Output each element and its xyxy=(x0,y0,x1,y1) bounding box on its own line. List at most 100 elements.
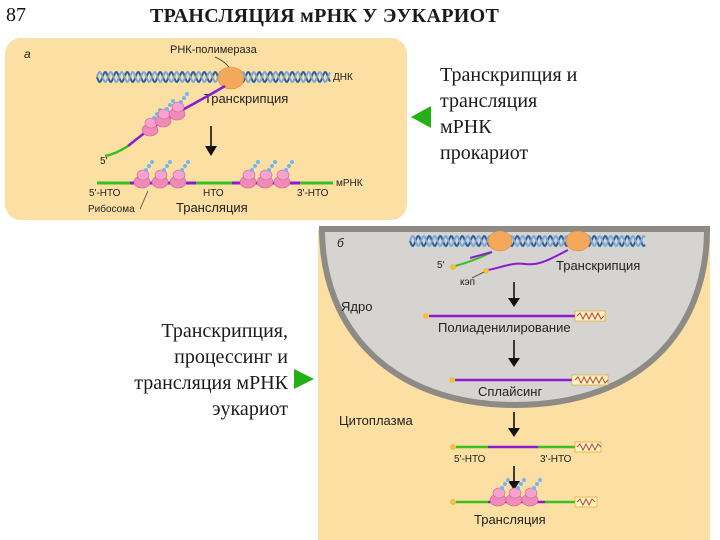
prokaryote-caption-line: мРНК xyxy=(440,116,492,138)
nucleus-label: Ядро xyxy=(341,299,372,314)
peptide-bead xyxy=(186,160,190,164)
ribosome-small-subunit xyxy=(172,169,186,181)
ribosome-small-subunit xyxy=(242,169,256,181)
five-prime-label-a: 5' xyxy=(100,156,108,167)
dna-helix-b xyxy=(409,234,646,248)
eukaryote-caption-line: эукариот xyxy=(211,398,288,420)
three-utr-label-b: 3'-НТО xyxy=(540,454,572,465)
peptide-bead xyxy=(519,482,523,486)
polya-zigzag xyxy=(574,375,609,385)
eukaryote-caption: Транскрипция, процессинг и трансляция мР… xyxy=(80,318,288,422)
rna-polymerase xyxy=(217,66,245,90)
ribosome-small-subunit xyxy=(259,169,273,181)
mrna-label: мРНК xyxy=(336,178,363,189)
peptide-bead xyxy=(522,478,526,482)
five-prime-label-b: 5' xyxy=(437,260,445,271)
splicing-label: Сплайсинг xyxy=(478,384,542,399)
nascent-transcript xyxy=(469,251,493,259)
nascent-transcript xyxy=(487,249,569,271)
ribosome-row xyxy=(489,478,542,507)
eukaryote-caption-line: процессинг и xyxy=(174,346,288,368)
ribosome-small-subunit xyxy=(136,169,150,181)
peptide-bead xyxy=(144,168,148,172)
ribosome-small-subunit xyxy=(524,487,538,499)
cap xyxy=(450,499,456,505)
polyadenylation-label: Полиаденилирование xyxy=(438,320,571,335)
prokaryote-caption-line: трансляция xyxy=(440,90,538,112)
ribosome-row xyxy=(133,160,294,189)
polya-zigzag xyxy=(576,442,602,452)
peptide-bead xyxy=(179,100,183,104)
slide-number: 87 xyxy=(6,4,26,26)
rna-polymerase xyxy=(487,230,513,252)
peptide-bead xyxy=(150,160,154,164)
peptide-bead xyxy=(270,164,274,168)
translation-label-a: Трансляция xyxy=(176,200,248,215)
step-arrow-icon xyxy=(508,466,520,490)
ribosome-small-subunit xyxy=(154,169,168,181)
prokaryote-caption-line: Транскрипция и xyxy=(440,64,578,86)
polya-tail xyxy=(574,496,598,508)
dna-strand xyxy=(409,234,646,248)
peptide-bead xyxy=(182,96,186,100)
prokaryote-caption: Транскрипция и трансляция мРНК прокариот xyxy=(440,62,577,166)
peptide-bead xyxy=(535,482,539,486)
cap xyxy=(450,444,456,450)
peptide-bead xyxy=(250,168,254,172)
peptide-bead xyxy=(171,99,175,103)
five-utr-label-a: 5'-НТО xyxy=(89,188,121,199)
peptide-bead xyxy=(168,103,172,107)
peptide-bead xyxy=(183,164,187,168)
peptide-bead xyxy=(162,168,166,172)
panel-a-letter: а xyxy=(24,47,31,61)
cap xyxy=(423,313,429,319)
ribosome-leader xyxy=(139,190,149,210)
peptide-bead xyxy=(287,164,291,168)
peptide-bead xyxy=(253,164,257,168)
panel-a-background xyxy=(5,38,407,220)
peptide-bead xyxy=(290,160,294,164)
transcription-label-a: Транскрипция xyxy=(204,91,288,106)
transcription-label-b: Транскрипция xyxy=(556,258,640,273)
cap xyxy=(449,377,455,383)
ribosome-small-subunit xyxy=(492,487,506,499)
peptide-bead xyxy=(503,482,507,486)
peptide-bead xyxy=(180,168,184,172)
dna-label: ДНК xyxy=(333,72,353,83)
eukaryote-caption-line: трансляция мРНК xyxy=(134,372,288,394)
peptide-bead xyxy=(267,168,271,172)
peptide-bead xyxy=(538,478,542,482)
cap-leader xyxy=(471,271,485,279)
peptide-bead xyxy=(284,168,288,172)
prokaryote-caption-line: прокариот xyxy=(440,142,529,164)
cap xyxy=(483,268,489,274)
five-utr-label-b: 5'-НТО xyxy=(454,454,486,465)
pointer-left-arrow-icon xyxy=(411,106,431,128)
peptide-bead xyxy=(152,116,156,120)
step-arrow-head-icon xyxy=(205,146,217,156)
peptide-bead xyxy=(165,164,169,168)
dna-strand xyxy=(96,70,331,84)
peptide-bead xyxy=(147,164,151,168)
polya-zigzag xyxy=(576,311,605,321)
peptide-bead xyxy=(185,92,189,96)
ribosome-small-subunit xyxy=(171,101,185,113)
step-arrow-icon xyxy=(508,412,520,437)
eukaryote-caption-line: Транскрипция, xyxy=(161,320,288,342)
panel-b-letter: б xyxy=(337,236,345,250)
ribosome xyxy=(141,92,189,137)
utr-label-a: НТО xyxy=(203,188,224,199)
peptide-bead xyxy=(256,160,260,164)
dna-helix-a xyxy=(96,70,331,84)
cap xyxy=(450,264,456,270)
polya-zigzag xyxy=(576,497,596,507)
peptide-bead xyxy=(506,478,510,482)
rna-polymerase xyxy=(565,230,591,252)
nascent-mrna-utr xyxy=(104,144,129,158)
cytoplasm-label: Цитоплазма xyxy=(339,413,414,428)
step-arrow-icon xyxy=(508,282,520,307)
peptide-bead xyxy=(273,160,277,164)
step-arrow-icon xyxy=(508,340,520,367)
peptide-bead xyxy=(532,486,536,490)
